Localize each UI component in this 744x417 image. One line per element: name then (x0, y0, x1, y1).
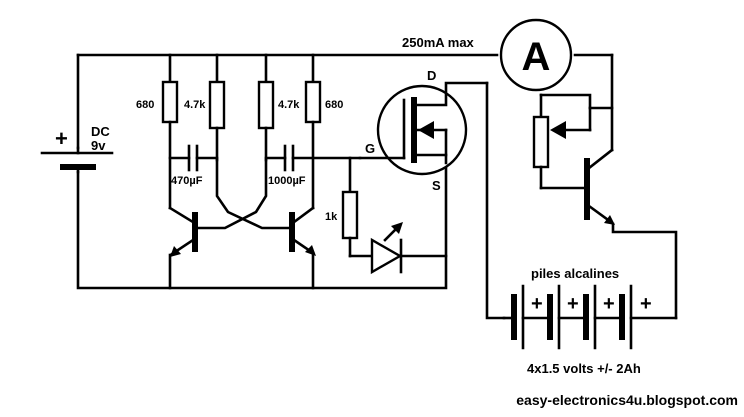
resistor-680-right (304, 53, 322, 210)
battery-plus-label: + (55, 126, 68, 151)
r4-label: 680 (325, 99, 343, 111)
resistor-4-7k-left (208, 53, 226, 162)
supply-voltage-label: 9v (91, 138, 106, 153)
c2-label: 1000µF (268, 175, 306, 187)
r1-label: 680 (136, 99, 154, 111)
r-gate-label: 1k (325, 211, 338, 223)
supply-type-label: DC (91, 124, 110, 139)
transistor-right (289, 206, 316, 290)
mosfet-gate-label: G (365, 141, 375, 156)
potentiometer (532, 93, 592, 190)
current-max-label: 250mA max (402, 35, 475, 50)
resistor-680-left (161, 53, 179, 210)
cross-coupling-wires (193, 158, 294, 230)
cell-1-plus: + (531, 293, 543, 315)
drain-wire (485, 81, 506, 320)
battery-title: piles alcalines (531, 266, 619, 281)
led-symbol (348, 222, 448, 275)
mosfet-source-label: S (432, 178, 441, 193)
cell-4-plus: + (640, 293, 652, 315)
battery-spec: 4x1.5 volts +/- 2Ah (527, 361, 641, 376)
cell-2-plus: + (567, 293, 579, 315)
mosfet-drain-label: D (427, 68, 436, 83)
c1-label: 470µF (171, 175, 203, 187)
ammeter-symbol (499, 18, 573, 92)
resistor-1k (341, 156, 359, 258)
cell-3-plus: + (603, 293, 615, 315)
top-rail-wire (76, 53, 614, 150)
website-credit: easy-electronics4u.blogspot.com (516, 392, 738, 408)
ammeter-letter: A (522, 35, 551, 79)
battery-pack (502, 284, 678, 350)
r2-label: 4.7k (184, 99, 206, 111)
capacitor-470uf (168, 144, 219, 172)
resistor-4-7k-right (257, 53, 275, 162)
dc-battery-symbol (40, 146, 114, 174)
bottom-rail-wire (76, 161, 448, 290)
regulator-transistor (539, 106, 678, 320)
mosfet-symbol (358, 81, 489, 176)
transistor-left (168, 206, 198, 290)
r3-label: 4.7k (278, 99, 300, 111)
